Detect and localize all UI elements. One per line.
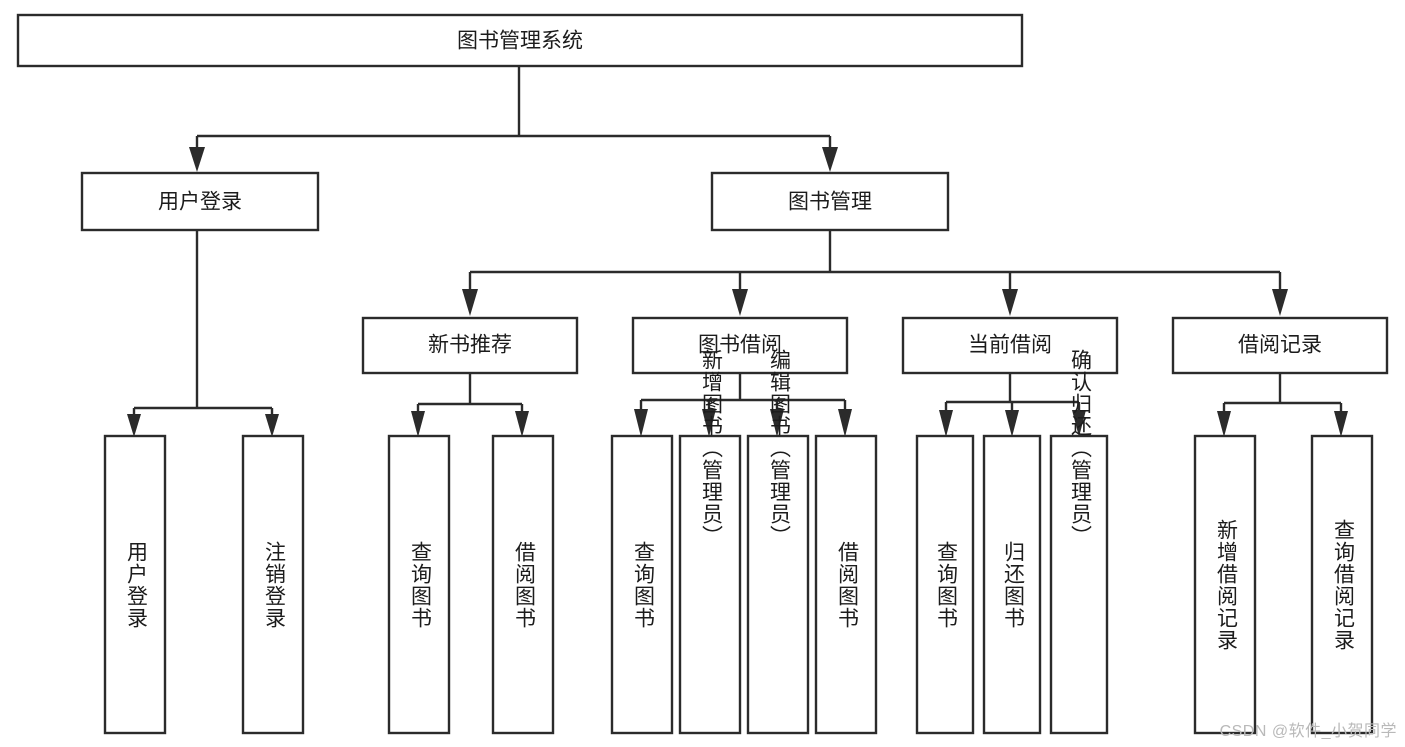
leaf-node-add-borrow-record[interactable]: 新增借阅记录 — [1193, 434, 1257, 735]
arrow-head-leaf-user-login — [127, 414, 141, 437]
leaf-confirm-return-box[interactable] — [1049, 434, 1109, 735]
arrow-head-leaf-query-record — [1334, 411, 1348, 437]
node-book-management[interactable]: 图书管理 — [710, 171, 950, 232]
arrow-head-user-login — [189, 147, 205, 172]
node-root-label: 图书管理系统 — [457, 30, 583, 53]
leaf-node-query-book-recommend[interactable]: 查询图书 — [387, 434, 451, 735]
arrow-head-leaf-query-book-1 — [411, 411, 425, 437]
connector-group-newbook-to-leaves — [411, 374, 529, 437]
leaf-node-query-book-borrow[interactable]: 查询图书 — [610, 434, 674, 735]
leaf-node-borrow-book[interactable]: 借阅图书 — [814, 434, 878, 735]
arrow-head-current-borrow — [1002, 289, 1018, 316]
node-new-book-recommend-label: 新书推荐 — [428, 334, 512, 357]
leaf-node-confirm-return[interactable]: 确认归还（管理员） — [1049, 349, 1109, 735]
leaf-node-return-book[interactable]: 归还图书 — [982, 434, 1042, 735]
arrow-head-leaf-add-record — [1217, 411, 1231, 437]
arrow-head-book-borrow — [732, 289, 748, 316]
arrow-head-leaf-return-book — [1005, 410, 1019, 437]
leaf-confirm-return-label: 确认归还（管理员） — [1068, 349, 1092, 547]
leaf-logout-label: 注销登录 — [262, 541, 286, 629]
leaf-add-book-box[interactable] — [678, 434, 742, 735]
leaf-query-book-recommend-label: 查询图书 — [408, 541, 432, 629]
leaf-query-book-recommend-box[interactable] — [387, 434, 451, 735]
leaf-query-book-borrow-label: 查询图书 — [631, 541, 655, 629]
node-book-borrow[interactable]: 图书借阅 — [631, 316, 849, 375]
node-new-book-recommend-box[interactable] — [361, 316, 579, 375]
node-book-borrow-label: 图书借阅 — [698, 334, 782, 357]
node-borrow-records-label: 借阅记录 — [1238, 334, 1322, 357]
arrow-head-leaf-confirm-return — [1072, 410, 1086, 437]
csdn-watermark: CSDN @软件_小贺同学 — [1219, 723, 1397, 740]
arrow-head-book-mgmt — [822, 147, 838, 172]
leaf-query-book-borrow-box[interactable] — [610, 434, 674, 735]
node-current-borrow-box[interactable] — [901, 316, 1119, 375]
leaf-node-logout[interactable]: 注销登录 — [241, 434, 305, 735]
arrow-head-leaf-edit-book — [770, 409, 784, 437]
connector-group-bookborrow-to-leaves — [634, 374, 852, 437]
leaf-node-query-book-current[interactable]: 查询图书 — [915, 434, 975, 735]
node-borrow-records[interactable]: 借阅记录 — [1171, 316, 1389, 375]
leaf-borrow-book-recommend-label: 借阅图书 — [512, 541, 536, 629]
leaf-query-borrow-record-box[interactable] — [1310, 434, 1374, 735]
leaf-borrow-book-box[interactable] — [814, 434, 878, 735]
leaf-node-query-borrow-record[interactable]: 查询借阅记录 — [1310, 434, 1374, 735]
connector-group-bookmgmt-to-level3 — [462, 230, 1288, 316]
leaf-borrow-book-recommend-box[interactable] — [491, 434, 555, 735]
node-user-login-box[interactable] — [80, 171, 320, 232]
node-root-box[interactable] — [16, 13, 1024, 68]
node-book-management-label: 图书管理 — [788, 191, 872, 214]
connector-group-currentborrow-to-leaves — [939, 374, 1086, 437]
node-borrow-records-box[interactable] — [1171, 316, 1389, 375]
leaf-borrow-book-label: 借阅图书 — [835, 541, 859, 629]
leaf-edit-book-box[interactable] — [746, 434, 810, 735]
leaf-add-borrow-record-box[interactable] — [1193, 434, 1257, 735]
node-root-book-management-system[interactable]: 图书管理系统 — [16, 13, 1024, 68]
node-book-management-box[interactable] — [710, 171, 950, 232]
connector-group-root-to-level2 — [189, 66, 838, 172]
leaf-user-login-label: 用户登录 — [124, 541, 148, 629]
leaf-add-borrow-record-label: 新增借阅记录 — [1214, 519, 1238, 651]
arrow-head-new-book-recommend — [462, 289, 478, 316]
connector-group-borrowrecords-to-leaves — [1217, 374, 1348, 437]
leaf-node-edit-book[interactable]: 编辑图书（管理员） — [746, 349, 810, 735]
arrow-head-leaf-query-book-2 — [634, 409, 648, 437]
arrow-head-leaf-borrow-book-2 — [838, 409, 852, 437]
arrow-head-leaf-add-book — [702, 409, 716, 437]
node-new-book-recommend[interactable]: 新书推荐 — [361, 316, 579, 375]
leaf-edit-book-label: 编辑图书（管理员） — [767, 349, 791, 547]
leaf-user-login-box[interactable] — [103, 434, 167, 735]
arrow-head-leaf-logout — [265, 414, 279, 437]
leaf-query-book-current-box[interactable] — [915, 434, 975, 735]
node-user-login-label: 用户登录 — [158, 191, 242, 214]
connector-group-userlogin-to-leaves — [127, 230, 279, 437]
node-current-borrow-label: 当前借阅 — [968, 334, 1052, 357]
arrow-head-leaf-query-book-3 — [939, 410, 953, 437]
leaf-query-borrow-record-label: 查询借阅记录 — [1331, 519, 1355, 651]
leaf-node-borrow-book-recommend[interactable]: 借阅图书 — [491, 434, 555, 735]
node-current-borrow[interactable]: 当前借阅 — [901, 316, 1119, 375]
arrow-head-borrow-records — [1272, 289, 1288, 316]
leaf-return-book-label: 归还图书 — [1001, 541, 1025, 629]
leaf-query-book-current-label: 查询图书 — [934, 541, 958, 629]
leaf-node-user-login[interactable]: 用户登录 — [103, 434, 167, 735]
arrow-head-leaf-borrow-book-1 — [515, 411, 529, 437]
node-book-borrow-box[interactable] — [631, 316, 849, 375]
leaf-return-book-box[interactable] — [982, 434, 1042, 735]
node-user-login[interactable]: 用户登录 — [80, 171, 320, 232]
leaf-node-add-book[interactable]: 新增图书（管理员） — [678, 349, 742, 735]
leaf-logout-box[interactable] — [241, 434, 305, 735]
leaf-add-book-label: 新增图书（管理员） — [699, 349, 723, 547]
